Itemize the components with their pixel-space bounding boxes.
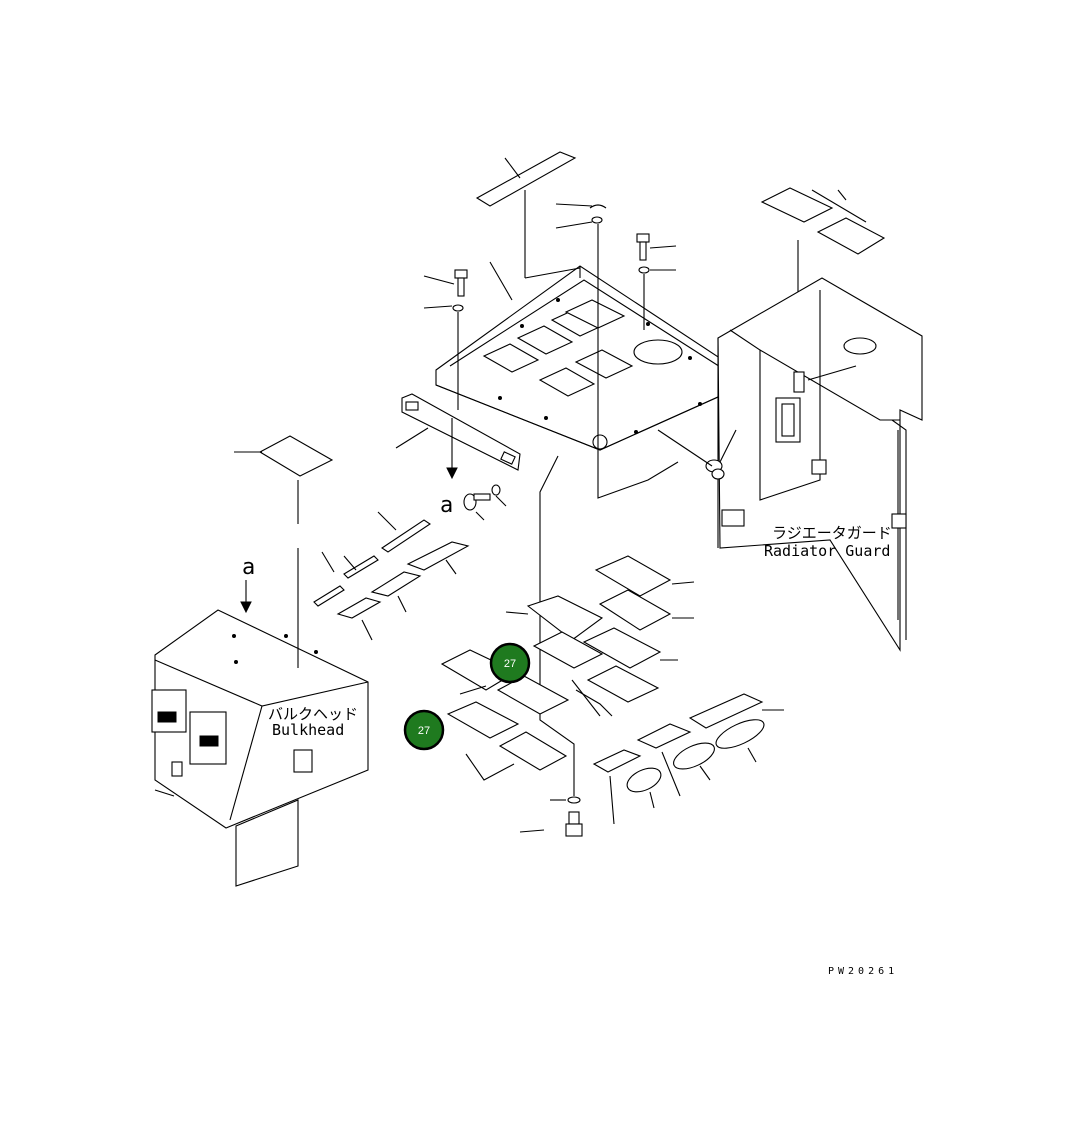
bulkhead-label-jp: バルクヘッド (268, 705, 358, 723)
roof-panel (435, 261, 739, 451)
view-mark-a-center: a (440, 493, 453, 518)
bulkhead (151, 580, 369, 887)
radiator-label-jp: ラジエータガード (772, 524, 892, 542)
radiator-label-en: Radiator Guard (764, 542, 890, 560)
bolts-top (423, 203, 679, 499)
insulation-blocks (313, 511, 470, 641)
floor-plates (440, 555, 695, 781)
bolt-bottom (519, 796, 583, 837)
front-grille (395, 393, 521, 480)
bolt-center (463, 455, 575, 796)
callout-27-upper[interactable]: 27 (489, 642, 531, 684)
callout-27-lower[interactable]: 27 (403, 709, 445, 751)
bulkhead-label-en: Bulkhead (272, 721, 344, 739)
bulkhead-pad (234, 435, 334, 668)
callout-27-lower-text: 27 (418, 725, 430, 737)
drawing-code: PW20261 (828, 966, 898, 977)
radiator-guard (657, 277, 923, 652)
lower-pads (592, 693, 784, 825)
view-mark-a-left: a (242, 555, 255, 580)
right-pads-top (760, 187, 886, 375)
roof-pad-top (475, 151, 577, 278)
callout-27-upper-text: 27 (504, 658, 516, 670)
